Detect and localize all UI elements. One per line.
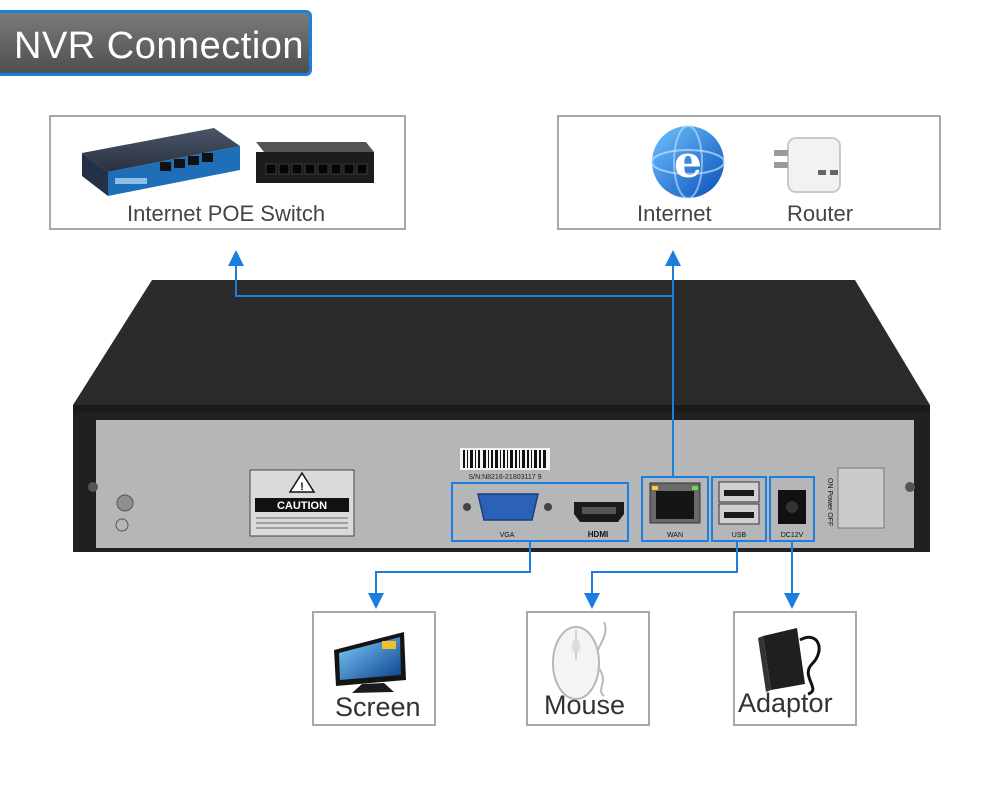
- internet-globe-icon: e: [651, 125, 725, 199]
- top-connection-lines: [228, 250, 681, 477]
- svg-text:S/N:N8216-21803117 9: S/N:N8216-21803117 9: [468, 474, 541, 481]
- bottom-connection-lines: [368, 541, 800, 609]
- poe-switch-label: Internet POE Switch: [127, 201, 326, 226]
- caution-label: ! CAUTION: [249, 469, 355, 537]
- wan-port: WAN: [649, 482, 701, 539]
- screen-label: Screen: [335, 692, 421, 722]
- adaptor-image: [758, 628, 821, 696]
- svg-text:CAUTION: CAUTION: [277, 500, 327, 512]
- adaptor-label: Adaptor: [738, 688, 833, 718]
- svg-text:DC12V: DC12V: [781, 532, 804, 539]
- wan-port-group: [641, 476, 709, 542]
- page-title: NVR Connection: [14, 25, 305, 67]
- router-label: Router: [787, 201, 854, 226]
- monitor-image: [334, 632, 406, 693]
- mouse-image: [552, 621, 607, 700]
- black-switch-image: [256, 142, 374, 183]
- mouse-label: Mouse: [544, 690, 626, 720]
- nvr-device: ! CAUTION S/N:N8216-21803: [73, 280, 930, 552]
- vga-port: VGA: [463, 493, 552, 539]
- router-image: [774, 137, 841, 193]
- svg-text:VGA: VGA: [500, 532, 515, 539]
- barcode: S/N:N8216-21803117 9: [460, 448, 550, 481]
- arrow-to-screen: [368, 541, 531, 609]
- power-switch: ON Power OFF: [826, 467, 885, 529]
- vga-hdmi-port-group: [451, 482, 629, 542]
- title-banner: NVR Connection: [0, 10, 312, 76]
- hdmi-port: HDMI: [574, 502, 624, 539]
- internet-router-box: [557, 115, 941, 230]
- usb-ports: USB: [718, 481, 760, 539]
- arrow-to-mouse: [584, 541, 738, 609]
- svg-text:WAN: WAN: [667, 532, 683, 539]
- dc-power-port: DC12V: [778, 490, 806, 539]
- internet-label: Internet: [637, 201, 712, 226]
- svg-text:ON Power OFF: ON Power OFF: [826, 478, 833, 526]
- arrow-to-poe-switch: [228, 250, 674, 477]
- svg-text:e: e: [674, 137, 702, 188]
- usb-port-group: [711, 476, 767, 542]
- svg-text:USB: USB: [732, 532, 747, 539]
- poe-switch-image: [82, 128, 240, 196]
- svg-text:!: !: [300, 481, 304, 493]
- svg-text:HDMI: HDMI: [588, 530, 608, 539]
